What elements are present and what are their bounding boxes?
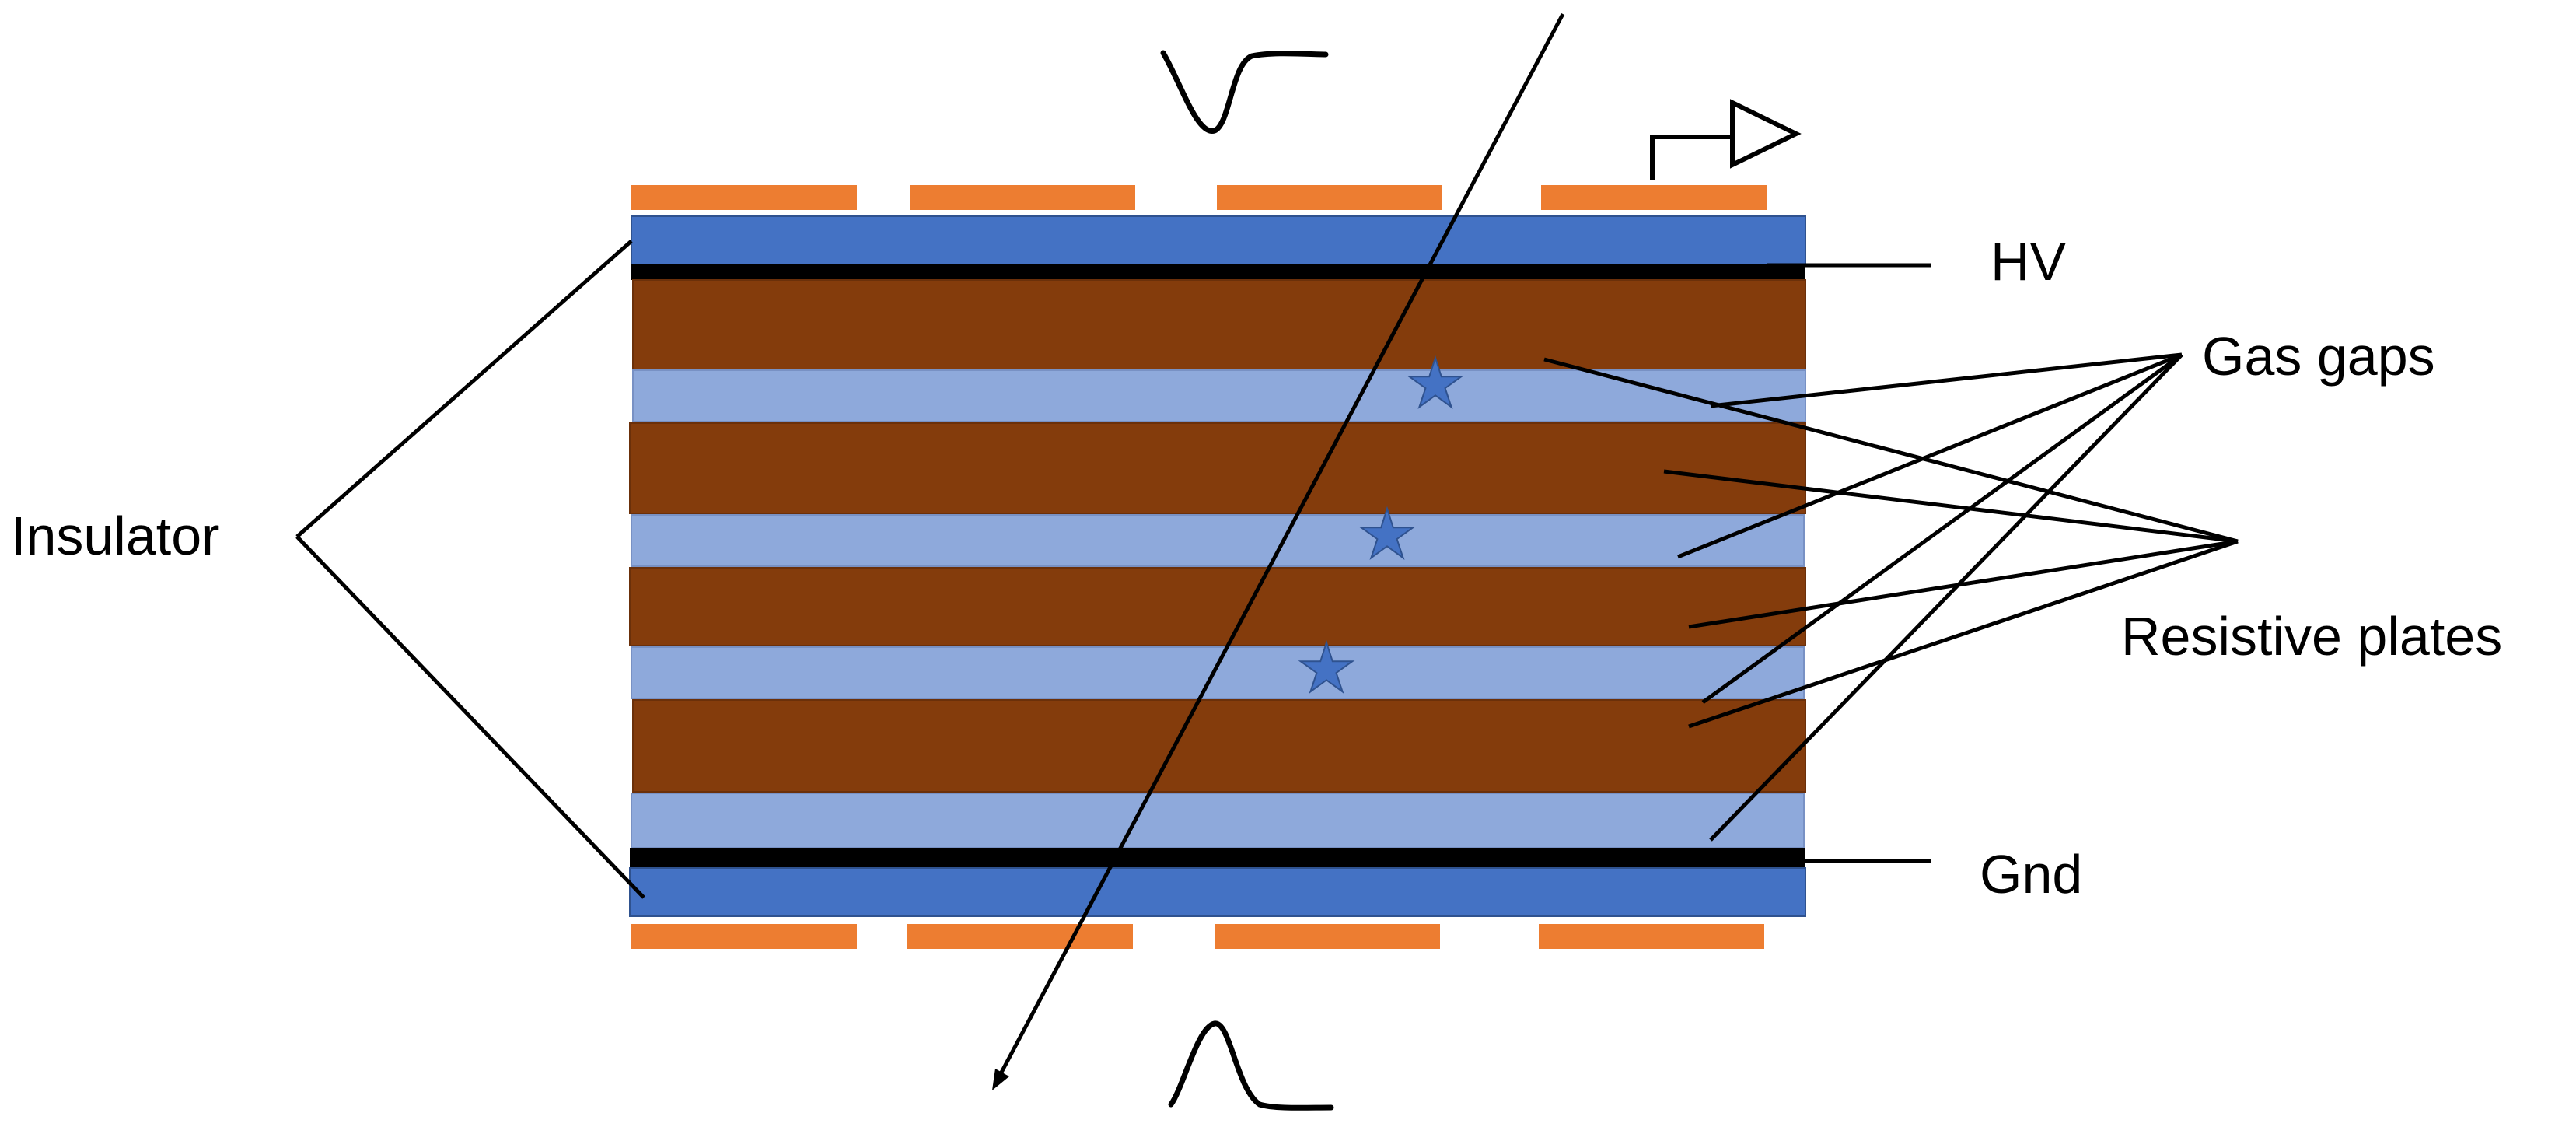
layer-stack (629, 215, 1806, 917)
leader-lines (295, 240, 2239, 899)
label-gas-gaps: Gas gaps (2202, 326, 2435, 387)
label-hv: HV (1991, 231, 2067, 292)
resistive-plate (632, 699, 1806, 793)
resistive-plate (632, 279, 1806, 371)
gas-gap (631, 514, 1805, 567)
insulator-leader-line (295, 240, 633, 538)
resistive-plates-leader-line (1688, 539, 2239, 629)
bottom-readout-strips (631, 924, 1764, 949)
gas-gaps-leader-line (1677, 352, 2183, 559)
readout-strip (1217, 185, 1442, 210)
hv-electrode (631, 264, 1805, 280)
readout-strip (907, 924, 1133, 949)
insulator-bottom (629, 867, 1806, 917)
star-icon (1407, 355, 1464, 409)
readout-strip (631, 185, 857, 210)
resistive-plates-leader-line (1663, 469, 2239, 544)
label-insulator: Insulator (11, 506, 219, 566)
readout-strip (1541, 185, 1767, 210)
top-readout-strips (631, 185, 1767, 210)
resistive-plates-leader-line (1688, 539, 2239, 729)
gas-gap (632, 369, 1806, 422)
resistive-plate (629, 422, 1806, 514)
positive-pulse-icon (1168, 1020, 1334, 1111)
gas-gap (631, 646, 1805, 699)
readout-strip (1539, 924, 1764, 949)
resistive-plates-leader-line (1543, 357, 2239, 544)
readout-strip (1215, 924, 1440, 949)
gas-gaps-leader-line (1701, 352, 2183, 705)
gas-gaps-leader-line (1710, 352, 2183, 408)
arrow-icon (992, 1069, 1009, 1090)
readout-strip (631, 924, 857, 949)
resistive-plate (629, 567, 1806, 646)
label-gnd: Gnd (1980, 844, 2082, 905)
particle-track (992, 12, 1565, 1090)
insulator-leader-line (295, 535, 645, 899)
insulator-top (631, 215, 1806, 267)
amplifier-triangle-icon (1650, 99, 1802, 180)
negative-pulse-icon (1160, 50, 1329, 134)
star-icon (1358, 506, 1416, 560)
label-resistive-plates: Resistive plates (2121, 606, 2502, 667)
gas-gap (631, 793, 1805, 849)
gnd-electrode (630, 848, 1805, 868)
readout-strip (910, 185, 1135, 210)
avalanche-markers (1298, 355, 1464, 694)
gas-gaps-leader-line (1709, 353, 2183, 842)
star-icon (1298, 639, 1355, 694)
particle-track-line (994, 12, 1565, 1083)
